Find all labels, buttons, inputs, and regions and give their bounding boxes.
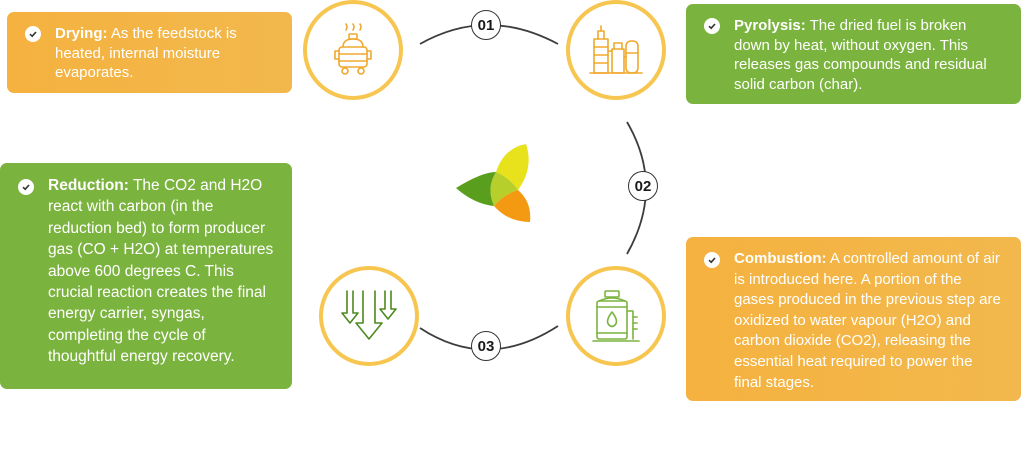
- down-arrows-icon-circle: [319, 266, 419, 366]
- step-description: A controlled amount of air is introduced…: [734, 250, 1001, 391]
- step-title: Reduction:: [48, 177, 129, 194]
- step-title: Drying:: [55, 25, 108, 42]
- factory-icon-circle: [566, 0, 666, 100]
- dryer-icon-circle: [303, 0, 403, 100]
- check-icon: [18, 179, 34, 195]
- step-number-badge: 02: [628, 171, 658, 201]
- step-title: Combustion:: [734, 250, 827, 267]
- step-number-badge: 01: [471, 10, 501, 40]
- tri-leaf-logo: [456, 144, 531, 222]
- down-arrows-icon: [341, 290, 397, 340]
- step-card-combustion: Combustion: A controlled amount of air i…: [686, 237, 1021, 401]
- step-card-pyrolysis: Pyrolysis: The dried fuel is broken down…: [686, 4, 1021, 104]
- step-description: The dried fuel is broken down by heat, w…: [734, 17, 987, 93]
- step-card-reduction: Reduction: The CO2 and H2O react with ca…: [0, 163, 292, 389]
- storage-tank-icon-circle: [566, 266, 666, 366]
- step-description: As the feedstock is heated, internal moi…: [55, 25, 237, 82]
- step-card-drying: Drying: As the feedstock is heated, inte…: [7, 12, 292, 93]
- factory-icon: [589, 25, 643, 74]
- step-description: The CO2 and H2O react with carbon (in th…: [48, 177, 274, 366]
- check-icon: [25, 26, 41, 42]
- step-number-badge: 03: [471, 331, 501, 361]
- dryer-icon: [334, 23, 372, 75]
- check-icon: [704, 18, 720, 34]
- storage-tank-icon: [592, 290, 640, 342]
- step-title: Pyrolysis:: [734, 17, 806, 34]
- check-icon: [704, 252, 720, 268]
